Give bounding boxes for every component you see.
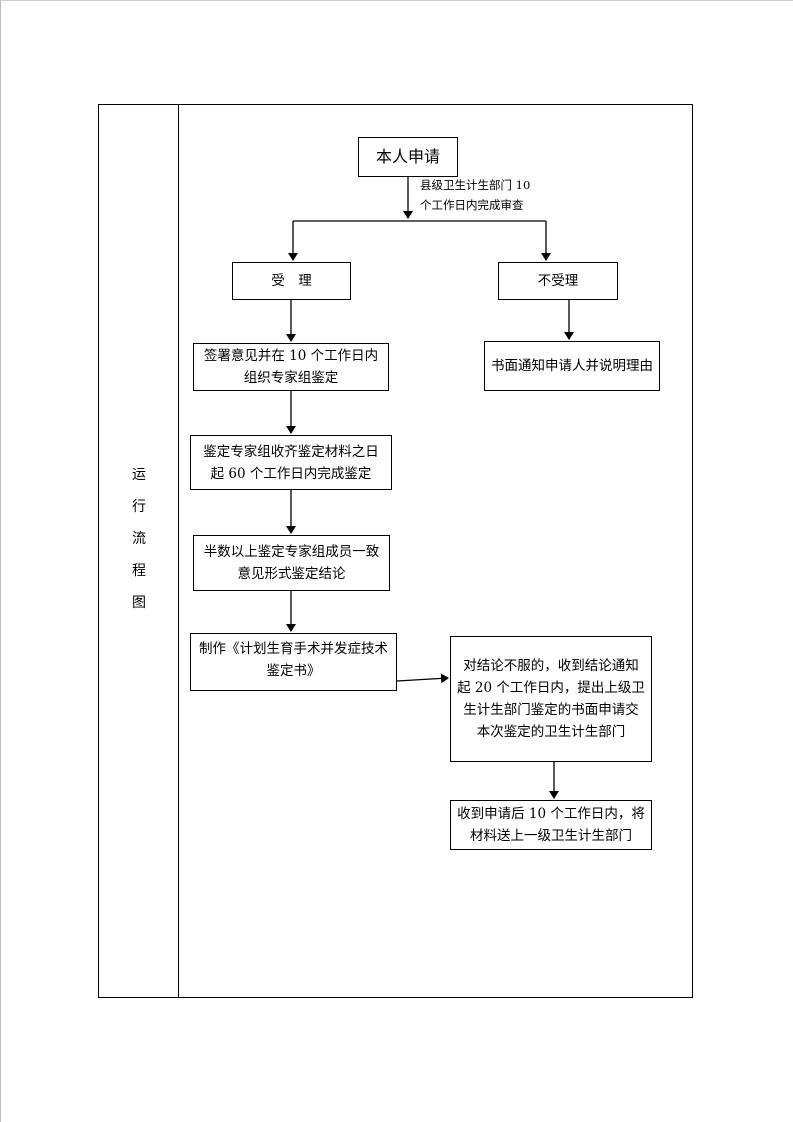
node-text-line: 收到申请后 10 个工作日内，将	[457, 806, 645, 822]
node-text-line: 起 20 个工作日内，提出上级卫	[457, 680, 645, 696]
column-divider	[178, 104, 179, 998]
node-objection-appeal: 对结论不服的，收到结论通知 起 20 个工作日内，提出上级卫 生计生部门鉴定的书…	[450, 636, 652, 762]
node-text: 书面通知申请人并说明理由	[491, 358, 653, 374]
node-text-line: 签署意见并在 10 个工作日内	[203, 348, 379, 364]
node-text-line: 鉴定书》	[266, 663, 321, 679]
node-written-notice: 书面通知申请人并说明理由	[484, 341, 660, 391]
node-forward-materials: 收到申请后 10 个工作日内，将 材料送上一级卫生计生部门	[450, 800, 652, 850]
node-majority-conclusion: 半数以上鉴定专家组成员一致 意见形式鉴定结论	[193, 535, 390, 591]
row-label-char: 运	[132, 467, 146, 483]
node-text: 本人申请	[375, 147, 440, 166]
node-text: 受 理	[271, 273, 312, 289]
row-label-operation-flowchart: 运 行 流 程 图	[126, 468, 152, 628]
node-text-line: 半数以上鉴定专家组成员一致	[203, 544, 380, 560]
node-reject: 不受理	[498, 262, 618, 300]
row-label-char: 流	[132, 531, 146, 547]
review-note-line: 县级卫生计生部门 10	[420, 178, 531, 192]
node-expert-appraisal: 鉴定专家组收齐鉴定材料之日 起 60 个工作日内完成鉴定	[190, 435, 392, 490]
row-label-char: 图	[132, 595, 146, 611]
node-text-line: 对结论不服的，收到结论通知	[463, 658, 639, 674]
node-text-line: 起 60 个工作日内完成鉴定	[210, 465, 372, 482]
page-edge	[0, 0, 1, 1122]
row-label-char: 程	[132, 563, 146, 579]
node-text-line: 材料送上一级卫生计生部门	[469, 828, 632, 844]
node-text-line: 鉴定专家组收齐鉴定材料之日	[203, 443, 379, 460]
node-sign-opinion: 签署意见并在 10 个工作日内 组织专家组鉴定	[193, 343, 389, 391]
node-make-appraisal-document: 制作《计划生育手术并发症技术 鉴定书》	[190, 633, 397, 691]
node-text: 不受理	[537, 273, 579, 289]
node-text-line: 制作《计划生育手术并发症技术	[199, 641, 388, 657]
node-text-line: 组织专家组鉴定	[243, 370, 339, 386]
page-edge-top	[0, 0, 793, 1]
review-note: 县级卫生计生部门 10 个工作日内完成审查	[420, 175, 530, 215]
node-self-apply: 本人申请	[358, 137, 458, 177]
node-accept: 受 理	[232, 262, 351, 300]
row-label-char: 行	[132, 499, 146, 515]
node-text-line: 生计生部门鉴定的书面申请交	[463, 702, 639, 718]
node-text-line: 本次鉴定的卫生计生部门	[476, 724, 626, 740]
node-text-line: 意见形式鉴定结论	[237, 566, 346, 582]
review-note-line: 个工作日内完成审查	[420, 198, 524, 212]
table-frame	[98, 104, 693, 998]
